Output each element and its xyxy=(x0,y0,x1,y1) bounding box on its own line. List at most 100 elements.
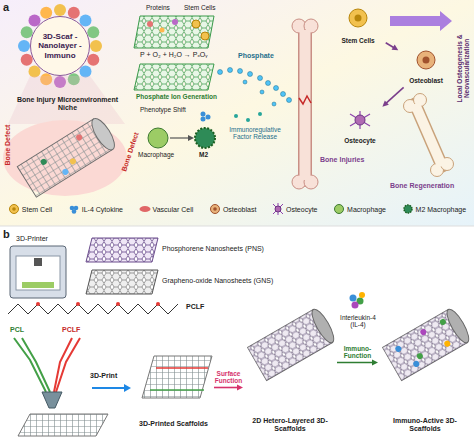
concept-ring xyxy=(18,40,30,52)
legend-icon xyxy=(139,203,151,215)
phosphate-ions xyxy=(260,90,264,94)
scaffold-tube xyxy=(75,133,83,141)
legend-icon-part xyxy=(404,205,412,213)
cell-icons xyxy=(349,9,452,129)
legend-icon xyxy=(272,203,284,215)
connector-line xyxy=(214,387,239,389)
legend-icon-part xyxy=(12,207,16,211)
injured-bone xyxy=(299,96,311,104)
cell-icons xyxy=(390,11,452,31)
concept-ring xyxy=(18,4,102,88)
immuno-tube xyxy=(394,345,402,353)
cell-stage: Osteocyte xyxy=(334,108,386,146)
pclf-structure xyxy=(156,302,160,306)
connector xyxy=(214,385,243,391)
phosphate-ions xyxy=(218,70,223,75)
connector xyxy=(386,43,399,51)
annotation-label: PCLF xyxy=(186,303,204,311)
panel-divider xyxy=(0,226,474,227)
injured-bone xyxy=(300,30,311,180)
print-bed xyxy=(18,414,108,436)
phosphate-ions xyxy=(258,76,263,81)
annotation-label: Grapheno-oxide Nanosheets (GNS) xyxy=(162,277,273,285)
connector-line xyxy=(337,362,374,364)
legend-icon xyxy=(402,203,414,215)
phosphate-ions xyxy=(218,68,292,107)
pclf-structure xyxy=(116,302,120,306)
connector xyxy=(382,87,403,106)
annotation-label: P + O₂ + H₂O → PₓOᵧ xyxy=(140,51,207,59)
legend-text: Stem Cell xyxy=(22,206,52,213)
filaments xyxy=(14,338,80,392)
nanosheet xyxy=(201,32,209,40)
macrophage-shift xyxy=(246,118,250,122)
annotation-label: Bone Defect xyxy=(4,125,12,166)
legend-item: M2 Macrophage xyxy=(402,203,467,215)
legend-icon-part xyxy=(139,206,150,212)
immuno-tube xyxy=(443,340,451,348)
annotation-label: Bone Regeneration xyxy=(390,182,454,190)
legend-text: IL-4 Cytokine xyxy=(82,206,123,213)
phosphate-ions xyxy=(243,80,247,84)
legend-icon-part xyxy=(273,203,283,215)
cell-icons xyxy=(350,114,370,126)
print-arrow xyxy=(92,387,124,389)
panel-a-ground xyxy=(0,0,474,226)
annotation-label: Phenotype Shift xyxy=(140,106,186,113)
immuno-tube xyxy=(416,352,424,360)
edge-label: Immuno-Function xyxy=(336,345,380,360)
legend-text: M2 Macrophage xyxy=(416,206,467,213)
pclf-structure xyxy=(8,304,178,314)
printer xyxy=(16,256,60,290)
filaments xyxy=(54,338,72,392)
nanosheet xyxy=(172,19,178,25)
concept-ring xyxy=(90,40,102,52)
cell-icons xyxy=(355,115,365,125)
phosphate-ions xyxy=(272,102,276,106)
legend-item: Osteoblast xyxy=(209,203,256,215)
nozzle xyxy=(42,392,62,408)
scaffold-tube xyxy=(69,157,77,165)
legend-text: Osteoblast xyxy=(223,206,256,213)
legend-text: Osteocyte xyxy=(286,206,318,213)
graphene-sheet xyxy=(86,270,158,294)
printed-grid xyxy=(142,356,212,398)
legend-item: Osteocyte xyxy=(272,203,318,215)
node-text: Stem Cells xyxy=(341,37,374,44)
immuno-tube xyxy=(419,328,427,336)
legend-icon xyxy=(333,203,345,215)
arrow-head xyxy=(382,100,388,106)
annotation-label: PCL xyxy=(10,326,24,334)
scaffold-tube xyxy=(40,158,48,166)
pclf-structure xyxy=(36,302,40,306)
legend-icon-part xyxy=(9,205,18,214)
printer xyxy=(10,246,66,298)
phosphate-ions xyxy=(274,86,279,91)
nanosheet xyxy=(134,16,214,48)
injured-bone xyxy=(298,30,312,180)
concept-ring xyxy=(87,54,99,66)
cell-icons xyxy=(350,114,370,126)
legend-icon-part xyxy=(335,205,344,214)
scaffold-tube xyxy=(17,115,118,197)
scaffold-tube xyxy=(88,115,119,153)
legend-text: Macrophage xyxy=(347,206,386,213)
immuno-tube xyxy=(412,360,420,368)
annotation-label: Proteins xyxy=(146,4,170,11)
legend-icon-part xyxy=(275,206,281,212)
filaments xyxy=(22,338,50,392)
cell-icons xyxy=(350,111,370,129)
hetero-tube xyxy=(248,307,338,381)
print-arrow xyxy=(124,384,131,392)
macrophage-shift xyxy=(195,128,215,148)
annotation-label: Phosphate xyxy=(238,52,274,60)
nanosheet xyxy=(134,64,214,90)
panel-letter: b xyxy=(3,228,10,241)
annotation-label: Macrophage xyxy=(138,151,174,158)
cell-stage: Stem Cells xyxy=(332,6,384,46)
annotation-label: Interleukin-4 (IL-4) xyxy=(336,314,380,329)
printed-grid xyxy=(142,356,212,398)
panel-letter: a xyxy=(3,1,9,14)
legend-item: Vascular Cell xyxy=(139,203,194,215)
